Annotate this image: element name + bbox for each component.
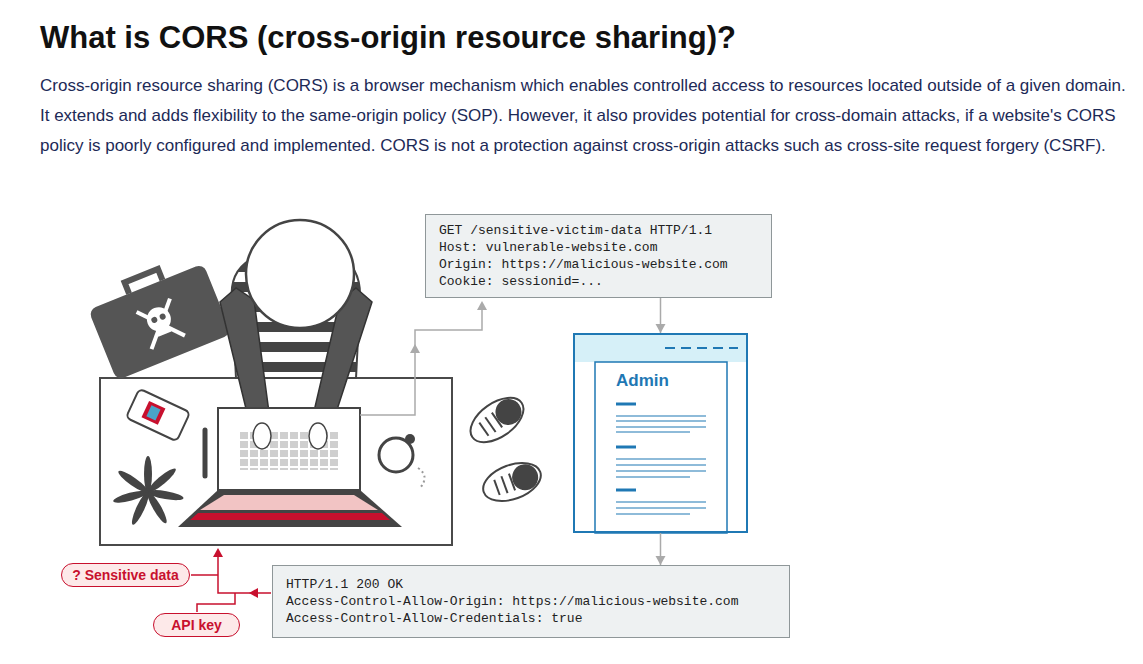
- intro-paragraph: Cross-origin resource sharing (CORS) is …: [40, 71, 1130, 161]
- admin-window: [574, 334, 747, 533]
- box-text: ? Sensitive data: [68, 566, 183, 584]
- box-text: Access-Control-Allow-Credentials: true: [286, 610, 776, 627]
- callout-pill: ? Sensitive data: [61, 563, 190, 587]
- box-text: Cookie: sessionid=...: [439, 273, 758, 290]
- box-text: API key: [160, 616, 233, 634]
- person: [220, 220, 372, 425]
- desk: [100, 378, 452, 545]
- plant-icon: [112, 456, 184, 526]
- admin-window: Admin: [573, 333, 748, 533]
- response-path: [191, 548, 271, 612]
- box-text: Origin: https://malicious-website.com: [439, 256, 758, 273]
- box-text: GET /sensitive-victim-data HTTP/1.1: [439, 222, 758, 239]
- response-box: HTTP/1.1 200 OKAccess-Control-Allow-Orig…: [272, 565, 790, 638]
- shoe-icon: [478, 456, 546, 508]
- cup-icon: [379, 434, 425, 488]
- shoe-icon: [463, 389, 532, 451]
- laptop: [178, 408, 402, 527]
- flow-arrow: [656, 298, 666, 333]
- request-box: GET /sensitive-victim-data HTTP/1.1Host:…: [425, 214, 772, 298]
- briefcase-icon: [84, 252, 232, 380]
- box-text: HTTP/1.1 200 OK: [286, 576, 776, 593]
- page-title: What is CORS (cross-origin resource shar…: [40, 20, 736, 56]
- phone-icon: [126, 389, 190, 442]
- box-text: Admin: [616, 371, 669, 391]
- flow-arrow: [656, 533, 666, 565]
- request-path: [360, 301, 487, 415]
- callout-pill: API key: [153, 613, 240, 637]
- box-text: Access-Control-Allow-Origin: https://mal…: [286, 593, 776, 610]
- box-text: Host: vulnerable-website.com: [439, 239, 758, 256]
- pencil-icon: [203, 430, 208, 476]
